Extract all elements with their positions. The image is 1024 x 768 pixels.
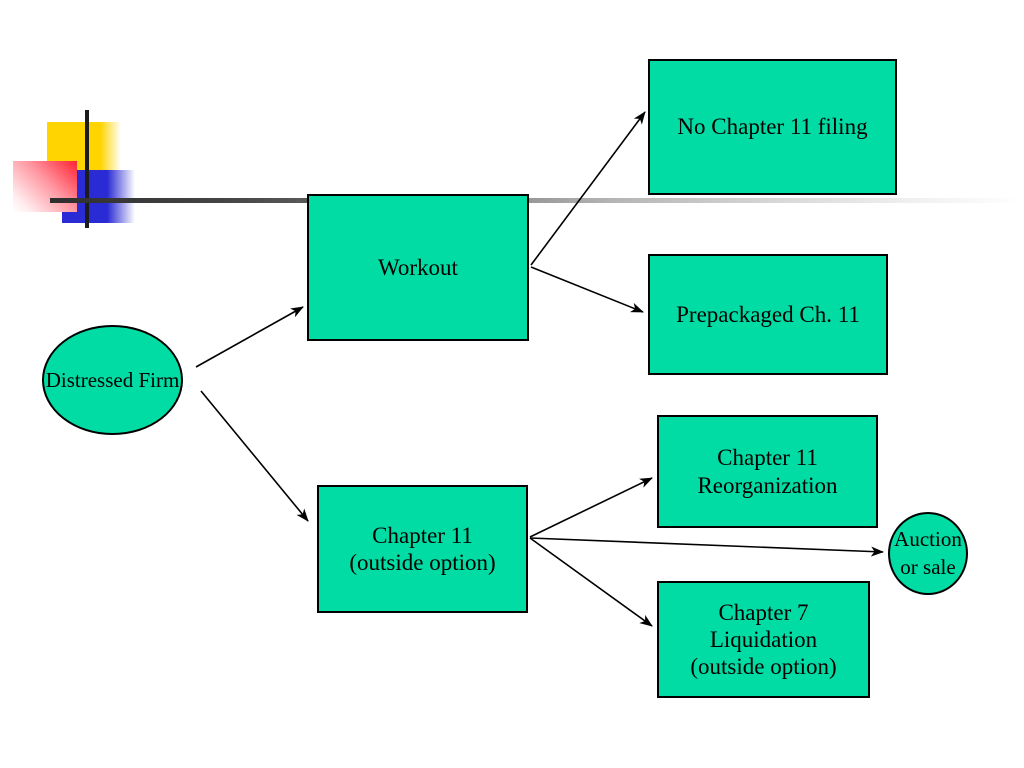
node-chapter-11-reorganization: Chapter 11 Reorganization (657, 415, 878, 528)
arrow-workout-to-nochapter11 (530, 111, 646, 266)
horizontal-accent-line (50, 198, 1024, 203)
node-chapter-7-liquidation: Chapter 7 Liquidation (outside option) (657, 581, 870, 698)
arrow-distressed-to-workout (195, 306, 304, 368)
arrow-distressed-to-chapter11 (200, 390, 309, 522)
node-workout: Workout (307, 194, 529, 341)
node-label-line2: Reorganization (697, 472, 838, 498)
node-label-line1: Chapter 7 (718, 599, 809, 625)
node-label: Distressed Firm (45, 367, 180, 392)
node-distressed-firm: Distressed Firm (42, 325, 183, 435)
vertical-accent-line (85, 110, 89, 228)
node-label-line2: or sale (900, 554, 956, 579)
node-label: Prepackaged Ch. 11 (676, 301, 860, 327)
node-label-line1: Auction (894, 527, 962, 552)
arrow-chapter11-to-chapter7 (529, 537, 653, 627)
node-prepackaged-ch-11: Prepackaged Ch. 11 (648, 254, 888, 375)
node-label: No Chapter 11 filing (677, 114, 868, 140)
node-label: Workout (378, 254, 458, 280)
node-label-line3: (outside option) (690, 654, 837, 680)
node-no-chapter-11-filing: No Chapter 11 filing (648, 59, 897, 195)
node-label-line2: Liquidation (709, 626, 818, 652)
arrow-chapter11-to-reorganization (529, 477, 653, 538)
node-label-line2: (outside option) (349, 550, 496, 575)
red-square-decoration (13, 161, 77, 212)
node-label-line1: Chapter 11 (717, 445, 818, 471)
node-label-line1: Chapter 11 (372, 522, 473, 548)
node-chapter-11-outside-option: Chapter 11 (outside option) (317, 485, 528, 613)
arrow-chapter11-to-auction (529, 537, 884, 557)
arrow-workout-to-prepackaged (530, 266, 644, 313)
node-auction-or-sale: Auction or sale (888, 512, 968, 595)
